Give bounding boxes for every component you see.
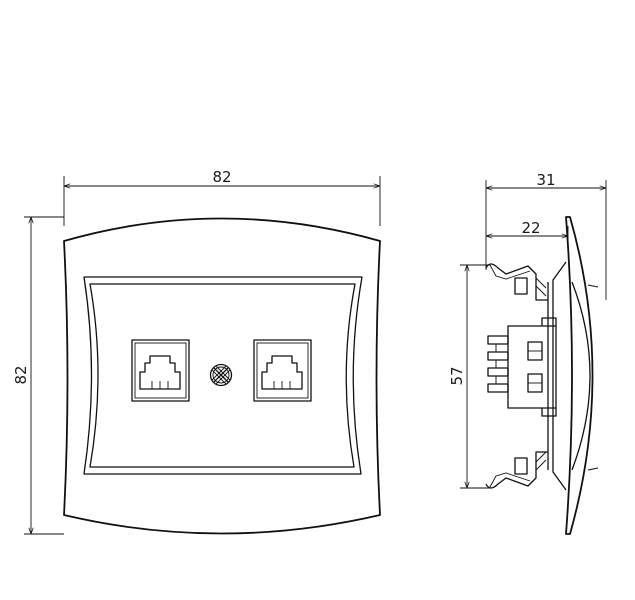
side-cover-plate	[565, 216, 594, 535]
side-depth-inner-dimension: 22	[486, 219, 569, 244]
side-depth-total-label: 31	[536, 171, 555, 189]
front-frame-inner	[89, 283, 356, 468]
side-mounting-frame	[552, 261, 567, 491]
side-view: 31 22 57	[448, 171, 607, 535]
lower-claw	[485, 451, 548, 489]
front-view: 82 82	[12, 168, 381, 535]
front-height-label: 82	[12, 365, 30, 384]
side-depth-inner-label: 22	[521, 219, 540, 237]
rj45-socket-right	[253, 339, 312, 402]
connector-module	[487, 317, 557, 417]
front-height-dimension: 82	[12, 216, 64, 535]
side-height-label: 57	[448, 366, 466, 385]
screw-icon	[209, 363, 233, 387]
upper-claw	[485, 263, 548, 301]
front-width-dimension: 82	[63, 168, 381, 226]
front-frame-outer	[83, 276, 363, 475]
rj45-socket-left	[131, 339, 190, 402]
side-depth-total-dimension: 31	[485, 171, 607, 300]
front-plate-outline	[63, 217, 381, 535]
front-width-label: 82	[212, 168, 231, 186]
side-height-dimension: 57	[448, 264, 490, 489]
